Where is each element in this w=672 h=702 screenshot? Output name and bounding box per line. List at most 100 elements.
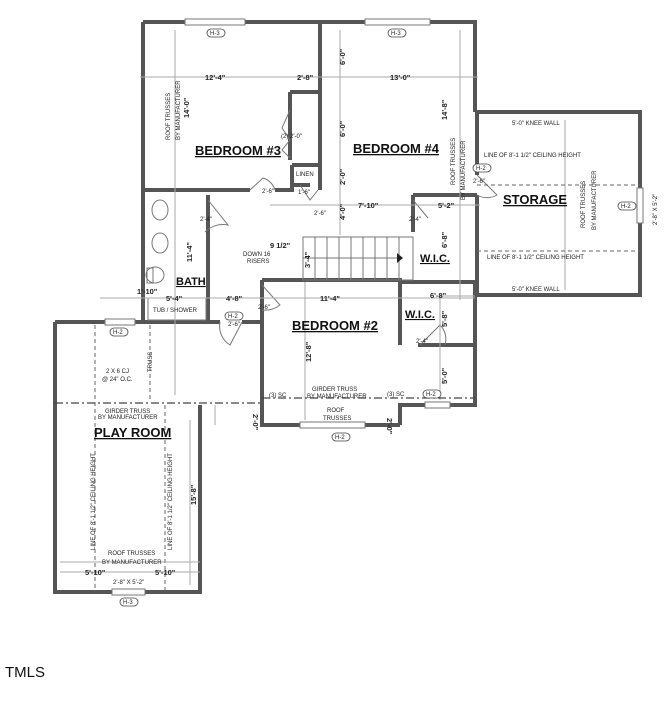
door-26-label: 2'-6" [258, 305, 270, 311]
wic-width-label: 5'-2" [438, 201, 455, 210]
sc-label: (3) SC [387, 392, 405, 398]
br3-width-label: 12'-4" [205, 73, 226, 82]
room-bedroom-2: BEDROOM #2 [292, 318, 378, 333]
h2-label: H-2 [621, 204, 631, 210]
br2-depth-label: 12'-8" [304, 341, 313, 362]
h2-label: H-2 [113, 330, 123, 336]
by-manufacturer-label: BY MANUFACTURER [592, 170, 598, 230]
two-c-label: 2'-0" [251, 414, 260, 431]
dimension-lines [55, 30, 640, 592]
playroom-window-label: 2'-8" X 5'-2" [113, 580, 144, 586]
window [636, 187, 644, 224]
down-risers-2-label: RISERS [247, 259, 269, 265]
ceiling-line-label: LINE OF 8'-1 1/2" CEILING HEIGHT [484, 153, 581, 159]
h2-label: H-2 [228, 314, 238, 320]
cj-2-label: @ 24" O.C. [102, 377, 133, 383]
door-24-label: 2'-4" [416, 339, 428, 345]
closet-doors-label: (2) 2'-0" [281, 134, 302, 140]
ceiling-line-label: LINE OF 8'-1 1/2" CEILING HEIGHT [168, 453, 174, 550]
roof-trusses-label: ROOF TRUSSES [581, 181, 587, 228]
room-play-room: PLAY ROOM [94, 425, 171, 440]
wic-depth-label: 6'-8" [440, 231, 449, 248]
truss-label: TRUSS [148, 352, 154, 372]
girder-truss-label: GIRDER TRUSS [312, 387, 357, 393]
walls [53, 20, 642, 594]
room-bath: BATH [176, 276, 206, 288]
window [299, 421, 366, 429]
girder-truss-label: GIRDER TRUSS [105, 409, 150, 415]
five-a-label: 5'-0" [440, 367, 449, 384]
ceiling-line-label: LINE OF 8'-1 1/2" CEILING HEIGHT [487, 255, 584, 261]
window [111, 588, 146, 596]
roof-trusses-label: ROOF TRUSSES [166, 93, 172, 140]
six-b-label: 6'-0" [338, 120, 347, 137]
windows [104, 18, 644, 596]
door-26-label: 2'-6" [473, 179, 485, 185]
hall2-label: 4'-8" [226, 294, 243, 303]
down-risers-1-label: DOWN 16 [243, 252, 271, 258]
bath-wall-label: 1'-10" [137, 287, 158, 296]
knee-wall-label: 5'-0" KNEE WALL [512, 121, 560, 127]
door-16-label: 1'-6" [298, 190, 310, 196]
six-a-label: 6'-0" [338, 48, 347, 65]
room-labels: BEDROOM #3 BEDROOM #4 STORAGE BATH W.I.C… [94, 141, 567, 440]
door-24-label: 2'-4" [200, 217, 212, 223]
play-half-label: 5'-10" [155, 568, 176, 577]
wic2-width-label: 6'-8" [430, 291, 447, 300]
ceiling-line-label: LINE OF 8'-1 1/2" CEILING HEIGHT [91, 453, 97, 550]
room-bedroom-4: BEDROOM #4 [353, 141, 440, 156]
play-half-label: 5'-10" [85, 568, 106, 577]
bath-depth-label: 11'-4" [185, 242, 194, 262]
window [364, 18, 431, 26]
play-depth-label: 15'-8" [189, 484, 198, 505]
stair-width-label: 3'-4" [303, 251, 312, 268]
by-manufacturer-label: BY MANUFACTURER [98, 415, 158, 421]
trusses-label: TRUSSES [323, 416, 351, 422]
dimension-labels: 12'-4" 2'-8" 13'-0" 14'-0" 14'-8" 6'-0" … [85, 48, 485, 577]
br3-depth-label: 14'-0" [182, 97, 191, 118]
notes: ROOF TRUSSES BY MANUFACTURER ROOF TRUSSE… [91, 80, 659, 586]
window [104, 318, 136, 326]
sc-label: (3) SC [269, 393, 287, 399]
room-storage: STORAGE [503, 192, 567, 207]
two-b-label: 2'-0" [385, 418, 394, 435]
by-manufacturer-label: BY MANUFACTURER [461, 140, 467, 200]
by-manufacturer-label: BY MANUFACTURER [176, 80, 182, 140]
tub-shower-label: TUB / SHOWER [153, 308, 198, 314]
room-wic-2: W.I.C. [405, 309, 435, 321]
doors [204, 109, 498, 346]
window [184, 18, 246, 26]
roof-trusses-label: ROOF TRUSSES [108, 551, 155, 557]
h3-label: H-3 [391, 31, 401, 37]
window [424, 401, 451, 409]
mls-logo: TMLS [5, 664, 45, 681]
h2-label: H-2 [476, 166, 486, 172]
h3-label: H-3 [123, 600, 133, 606]
hall-width-label: 7'-10" [358, 201, 379, 210]
knee-wall-label: 5'-0" KNEE WALL [512, 287, 560, 293]
room-linen: LINEN [296, 172, 314, 178]
window-tags: H-3 H-3 H-2 H-2 H-2 H-2 H-2 H-2 H-3 [109, 28, 637, 607]
bath-width-label: 5'-4" [166, 294, 183, 303]
stair-tread-label: 9 1/2" [270, 241, 291, 250]
br4-depth-label: 14'-8" [440, 99, 449, 120]
h2-label: H-2 [426, 392, 436, 398]
door-26-label: 2'-6" [228, 322, 240, 328]
roof-trusses-label: ROOF TRUSSES [451, 138, 457, 185]
door-24-label: 2'-4" [409, 217, 421, 223]
closet-width-label: 2'-8" [297, 73, 314, 82]
br4-width-label: 13'-0" [390, 73, 411, 82]
wic2-depth-label: 5'-8" [440, 310, 449, 327]
storage-window-label: 2'-8" X 5'-2" [653, 194, 659, 225]
room-bedroom-3: BEDROOM #3 [195, 143, 281, 158]
room-wic-1: W.I.C. [420, 253, 450, 265]
h2-label: H-2 [335, 435, 345, 441]
roof-label: ROOF [327, 408, 345, 414]
h3-label: H-3 [210, 31, 220, 37]
stairs [302, 236, 414, 281]
two-a-label: 2'-0" [338, 168, 347, 185]
door-26-label: 2'-6" [262, 189, 274, 195]
four-a-label: 4'-0" [338, 203, 347, 220]
br2-width-label: 11'-4" [320, 294, 340, 303]
